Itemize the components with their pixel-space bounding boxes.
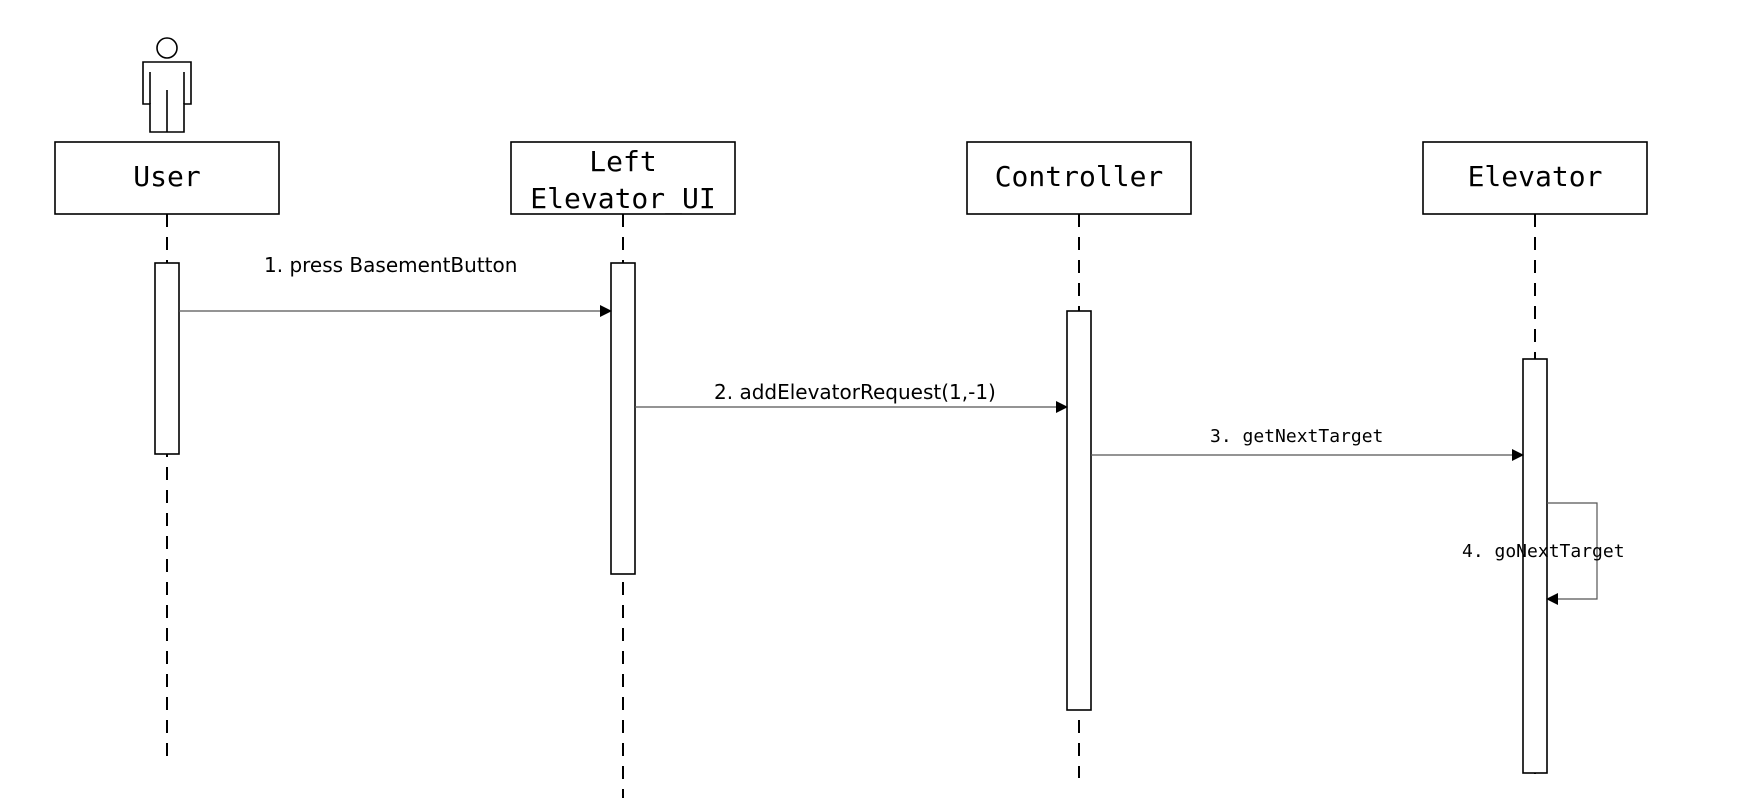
participant-user: User — [54, 141, 280, 215]
message-4-label: 4. goNextTarget — [1462, 541, 1625, 562]
activation-left-elevator-ui — [610, 262, 636, 575]
activation-controller — [1066, 310, 1092, 711]
message-1-label: 1. press BasementButton — [264, 253, 517, 277]
message-3: 3. getNextTarget — [1091, 426, 1524, 461]
message-4: 4. goNextTarget — [1462, 502, 1625, 605]
participant-left-elevator-ui-label-line1: Left — [589, 145, 656, 178]
activation-user — [154, 262, 180, 455]
participant-elevator: Elevator — [1422, 141, 1648, 215]
actor-icon — [142, 37, 192, 133]
participant-controller: Controller — [966, 141, 1192, 215]
participant-left-elevator-ui-label-line2: Elevator_UI — [530, 182, 715, 216]
message-1: 1. press BasementButton — [179, 253, 612, 317]
message-2-label: 2. addElevatorRequest(1,-1) — [714, 380, 996, 404]
participant-left-elevator-ui: Left Elevator_UI — [510, 141, 736, 216]
activation-elevator — [1522, 358, 1548, 774]
participant-controller-label: Controller — [995, 160, 1164, 193]
message-2: 2. addElevatorRequest(1,-1) — [635, 380, 1068, 413]
participant-user-label: User — [133, 160, 200, 193]
message-3-label: 3. getNextTarget — [1210, 426, 1383, 447]
participant-elevator-label: Elevator — [1468, 160, 1603, 193]
